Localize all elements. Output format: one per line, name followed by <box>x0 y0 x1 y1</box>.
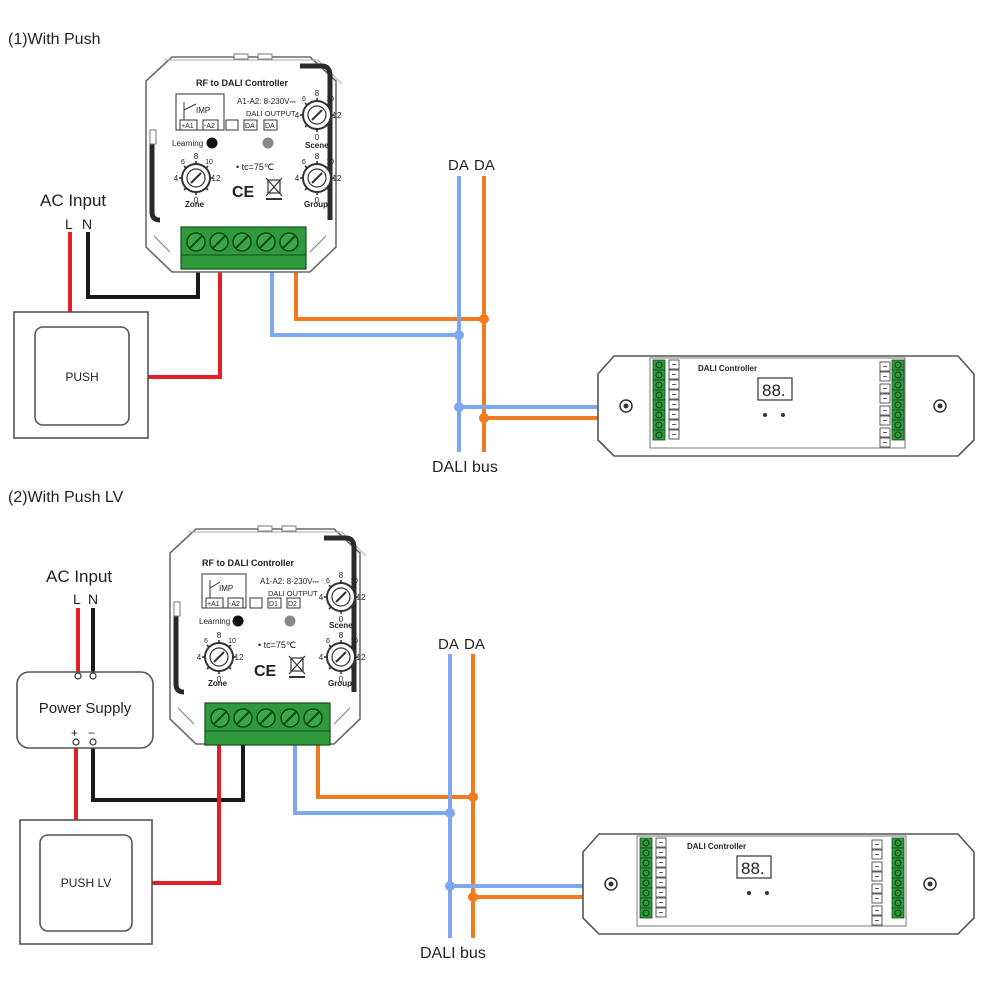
section2-heading: (2)With Push LV <box>8 489 124 506</box>
ce-mark: CE <box>232 184 255 201</box>
ac-input-label: AC Input <box>46 567 112 586</box>
wire-ps-minus <box>91 742 245 802</box>
da-label-left: DA <box>448 157 469 174</box>
learning-button <box>232 615 244 627</box>
screw-terminal-block <box>204 702 331 746</box>
learning-button <box>206 137 218 149</box>
junction-dot <box>445 881 455 891</box>
seven-seg-display <box>757 377 793 401</box>
group-label: Group <box>304 200 328 209</box>
scene-label: Scene <box>305 141 329 150</box>
dali-controller-device: DALI Controller 88. <box>597 355 975 457</box>
wire-da1 <box>293 742 450 815</box>
display-digits: 88. <box>762 381 786 400</box>
spec-label: A1-A2: 8-230V⎓ <box>237 97 296 106</box>
power-supply-label: Power Supply <box>39 700 132 717</box>
tc-label: • tc=75℃ <box>236 162 274 172</box>
terminal-markers: +A1 -A2 DA DA <box>179 119 278 131</box>
dali-box-title: DALI Controller <box>698 364 757 373</box>
dali-bus-label: DALI bus <box>432 459 498 476</box>
section-with-push-lv: (2)With Push LV AC Input L N <box>8 489 975 962</box>
ce-mark: CE <box>254 663 277 680</box>
dali-output-label: DALI OUTPUT <box>246 109 296 118</box>
svg-text:+A1: +A1 <box>181 123 194 130</box>
da-label-right: DA <box>464 636 485 653</box>
wires-section1 <box>68 176 655 452</box>
group-label: Group <box>328 679 352 688</box>
wire-da1 <box>270 268 459 337</box>
learning-label: Learning <box>172 139 203 148</box>
status-led <box>262 137 274 149</box>
dali-output-label: DALI OUTPUT <box>268 589 318 598</box>
tc-label: • tc=75℃ <box>258 640 296 650</box>
weee-bin-icon <box>288 655 306 678</box>
scene-label: Scene <box>329 621 353 630</box>
learning-label: Learning <box>199 617 230 626</box>
seven-seg-display <box>736 855 772 879</box>
l-label: L <box>73 591 81 607</box>
junction-dot <box>468 892 478 902</box>
push-lv-label: PUSH LV <box>61 876 111 890</box>
power-supply: Power Supply + − <box>16 671 154 749</box>
svg-text:DA: DA <box>245 123 255 130</box>
rf-dali-controller: RF to DALI Controller IMP A1-A2: 8-230V⎓… <box>169 525 367 746</box>
display-digits: 88. <box>741 859 765 878</box>
rf-dali-controller: RF to DALI Controller IMP A1-A2: 8-230V⎓… <box>145 53 343 273</box>
l-label: L <box>65 216 73 232</box>
svg-text:DA: DA <box>265 123 275 130</box>
weee-bin-icon <box>265 177 283 200</box>
status-led <box>284 615 296 627</box>
n-label: N <box>88 591 98 607</box>
svg-text:D2: D2 <box>288 601 297 608</box>
wire-da2 <box>294 268 484 321</box>
controller-title: RF to DALI Controller <box>196 78 288 88</box>
zone-label: Zone <box>185 200 205 209</box>
svg-text:-A2: -A2 <box>204 123 215 130</box>
spec-label: A1-A2: 8-230V⎓ <box>260 577 319 586</box>
imp-label: IMP <box>219 584 233 593</box>
wire-switched <box>148 268 222 379</box>
dali-box-title: DALI Controller <box>687 842 746 851</box>
dali-controller-device: DALI Controller 88. <box>582 833 975 935</box>
imp-label: IMP <box>196 106 210 115</box>
svg-text:+A1: +A1 <box>207 601 220 608</box>
push-label: PUSH <box>65 370 98 384</box>
svg-text:-A2: -A2 <box>229 601 240 608</box>
da-label-left: DA <box>438 636 459 653</box>
junction-dot <box>468 792 478 802</box>
wire-da2 <box>316 742 473 799</box>
junction-dot <box>479 314 489 324</box>
controller-title: RF to DALI Controller <box>202 558 294 568</box>
n-label: N <box>82 216 92 232</box>
screw-terminal-block <box>180 226 307 270</box>
svg-text:D1: D1 <box>269 601 278 608</box>
junction-dot <box>445 808 455 818</box>
push-lv-switch: PUSH LV <box>19 819 153 945</box>
ac-input-label: AC Input <box>40 191 106 210</box>
wire-neutral-n <box>86 232 200 299</box>
dali-bus-label: DALI bus <box>420 945 486 962</box>
minus-label: − <box>88 726 95 740</box>
da-label-right: DA <box>474 157 495 174</box>
wire-switched-lv <box>152 742 221 885</box>
junction-dot <box>479 413 489 423</box>
junction-dot <box>454 330 464 340</box>
section1-heading: (1)With Push <box>8 31 100 48</box>
section-with-push: (1)With Push AC Input L N PUSH <box>8 31 975 476</box>
zone-label: Zone <box>208 679 228 688</box>
plus-label: + <box>71 726 78 740</box>
junction-dot <box>454 402 464 412</box>
push-switch: PUSH <box>13 311 149 439</box>
terminal-markers: +A1 -A2 D1 D2 <box>205 597 301 609</box>
